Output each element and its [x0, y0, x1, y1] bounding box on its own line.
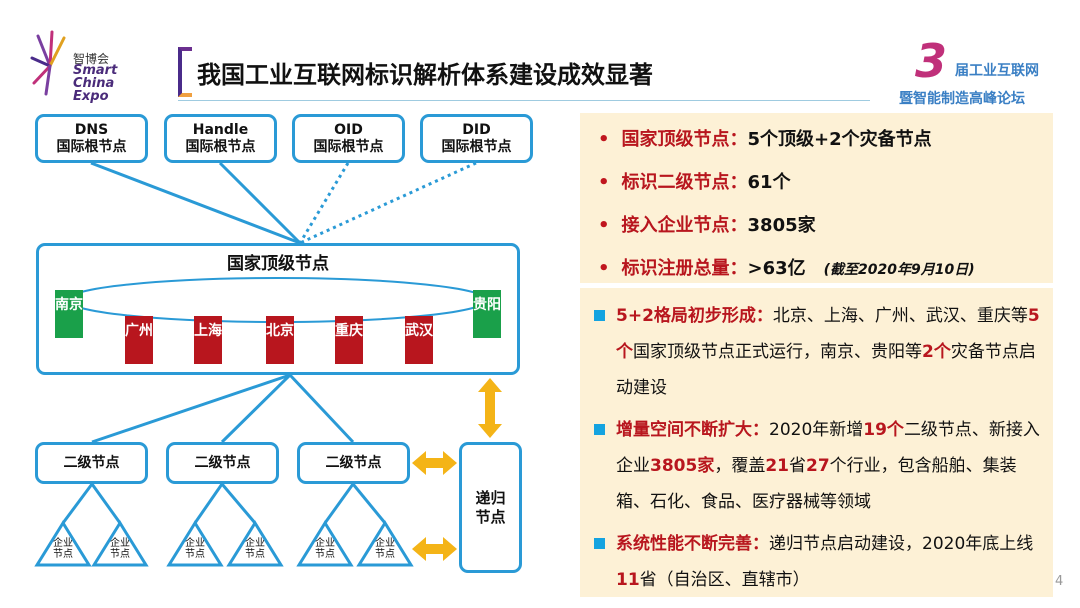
yellow-arrows — [412, 378, 502, 561]
diagram-connectors — [34, 161, 502, 567]
enterprise-node-label: 企业节点 — [245, 538, 265, 560]
page-title: 我国工业互联网标识解析体系建设成效显著 — [197, 61, 653, 89]
bullet-square-icon — [594, 538, 605, 549]
enterprise-node-label: 企业节点 — [185, 538, 205, 560]
bullet-square-icon — [594, 310, 605, 321]
detail-item: 增量空间不断扩大：2020年新增19个二级节点、新接入企业3805家，覆盖21省… — [594, 412, 1044, 520]
city-guiyang: 贵阳 — [473, 290, 501, 338]
handle-link — [218, 161, 302, 245]
enterprise-triangles — [34, 520, 414, 567]
enterprise-node-label: 企业节点 — [375, 538, 395, 560]
enterprise-node-label: 企业节点 — [53, 538, 73, 560]
enterprise-node-label: 企业节点 — [110, 538, 130, 560]
enterprise-node-label: 企业节点 — [315, 538, 335, 560]
page-number: 4 — [1055, 574, 1064, 589]
summary-item: •国家顶级节点：5个顶级+2个灾备节点 — [598, 129, 932, 150]
city-chongqing: 重庆 — [335, 316, 363, 364]
national-top-node: 国家顶级节点 — [36, 243, 520, 375]
secondary-node: 二级节点 — [297, 442, 410, 484]
dns-link — [90, 161, 301, 245]
summary-panel: •国家顶级节点：5个顶级+2个灾备节点 •标识二级节点：61个 •接入企业节点：… — [580, 113, 1053, 283]
title-divider — [178, 100, 870, 101]
bullet-square-icon — [594, 424, 605, 435]
title-bracket — [178, 47, 192, 97]
city-shanghai: 上海 — [194, 316, 222, 364]
details-panel: 5+2格局初步形成：北京、上海、广州、武汉、重庆等5个国家顶级节点正式运行，南京… — [580, 288, 1053, 597]
city-wuhan: 武汉 — [405, 316, 433, 364]
enterprise-links — [61, 483, 387, 524]
city-beijing: 北京 — [266, 316, 294, 364]
did-link — [299, 161, 477, 245]
summary-item: •标识注册总量：>63亿(截至2020年9月10日) — [598, 258, 975, 279]
secondary-node: 二级节点 — [166, 442, 279, 484]
logo-burst-icon — [30, 30, 66, 96]
logo-cn: 智博会 — [73, 52, 110, 66]
secondary-node: 二级节点 — [35, 442, 148, 484]
oid-link — [298, 162, 350, 244]
city-nanjing: 南京 — [55, 290, 83, 338]
recursive-node: 递归节点 — [459, 442, 522, 573]
summary-item: •接入企业节点：3805家 — [598, 215, 816, 236]
detail-item: 5+2格局初步形成：北京、上海、广州、武汉、重庆等5个国家顶级节点正式运行，南京… — [594, 298, 1044, 406]
city-guangzhou: 广州 — [125, 316, 153, 364]
summary-item: •标识二级节点：61个 — [598, 172, 791, 193]
forum-logo: 3 届工业互联网 暨智能制造高峰论坛 — [899, 34, 1039, 107]
detail-item: 系统性能不断完善：递归节点启动建设，2020年底上线11省（自治区、直辖市） — [594, 526, 1044, 598]
